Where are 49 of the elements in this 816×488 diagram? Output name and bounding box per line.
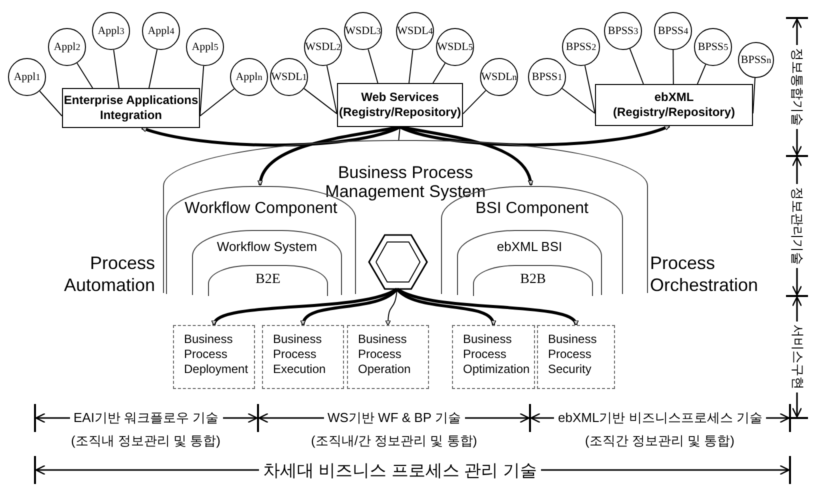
connector-line: [562, 88, 596, 114]
connector-line: [432, 62, 446, 84]
connector-line: [304, 88, 338, 114]
connector-line: [200, 88, 235, 116]
connector-line: [326, 65, 338, 114]
arrow: [396, 288, 578, 326]
connector-line: [462, 90, 486, 114]
connector-line: [76, 62, 94, 88]
arch-title: ebXML BSI: [496, 239, 564, 254]
connector-line: [113, 49, 120, 88]
connector-line: [39, 90, 62, 116]
system-box: Web Services (Registry/Repository): [337, 83, 463, 127]
arch-title: BSI Component: [476, 200, 590, 218]
dimension-label: EAI기반 워크플로우 기술: [70, 409, 223, 427]
arch-shape: [208, 265, 328, 296]
connector-line: [672, 50, 674, 84]
process-label: Process Orchestration: [650, 252, 760, 296]
arch-shape: [457, 230, 602, 295]
system-box: Enterprise Applications Integration: [62, 88, 200, 128]
process-box: Business Process Execution: [262, 325, 344, 389]
connector-line: [148, 49, 158, 88]
connector-line: [584, 65, 596, 114]
vertical-label: 정보통합기술: [789, 45, 805, 129]
arch-shape: [192, 230, 342, 295]
connector-line: [408, 49, 414, 84]
arrow: [399, 124, 670, 146]
arch-title: Business Process Management System: [324, 163, 487, 201]
process-box: Business Process Security: [537, 325, 615, 389]
process-label: Process Automation: [62, 252, 155, 296]
arrow: [385, 288, 398, 326]
arch-title: Workflow System: [216, 239, 318, 254]
arch-title: B2E: [254, 272, 282, 288]
arch-shape: [163, 140, 648, 293]
dimension-label: WS기반 WF & BP 기술: [324, 409, 465, 427]
arrow: [141, 126, 401, 147]
connector-line: [629, 48, 644, 84]
process-box: Business Process Optimization: [452, 325, 535, 389]
vertical-label: 정보관리기술: [789, 184, 805, 268]
arch-shape: [473, 265, 593, 296]
arch-title: Workflow Component: [184, 200, 338, 218]
dimension-label: ebXML기반 비즈니스프로세스 기술: [554, 409, 766, 427]
connector-line: [368, 48, 378, 84]
process-box: Business Process Deployment: [173, 325, 255, 389]
system-box: ebXML (Registry/Repository): [595, 84, 753, 126]
process-box: Business Process Operation: [347, 325, 429, 389]
arch-title: B2B: [519, 272, 547, 288]
connector-line: [398, 126, 400, 140]
vertical-label: 서비스구현: [789, 322, 805, 392]
connector-line: [696, 64, 706, 84]
